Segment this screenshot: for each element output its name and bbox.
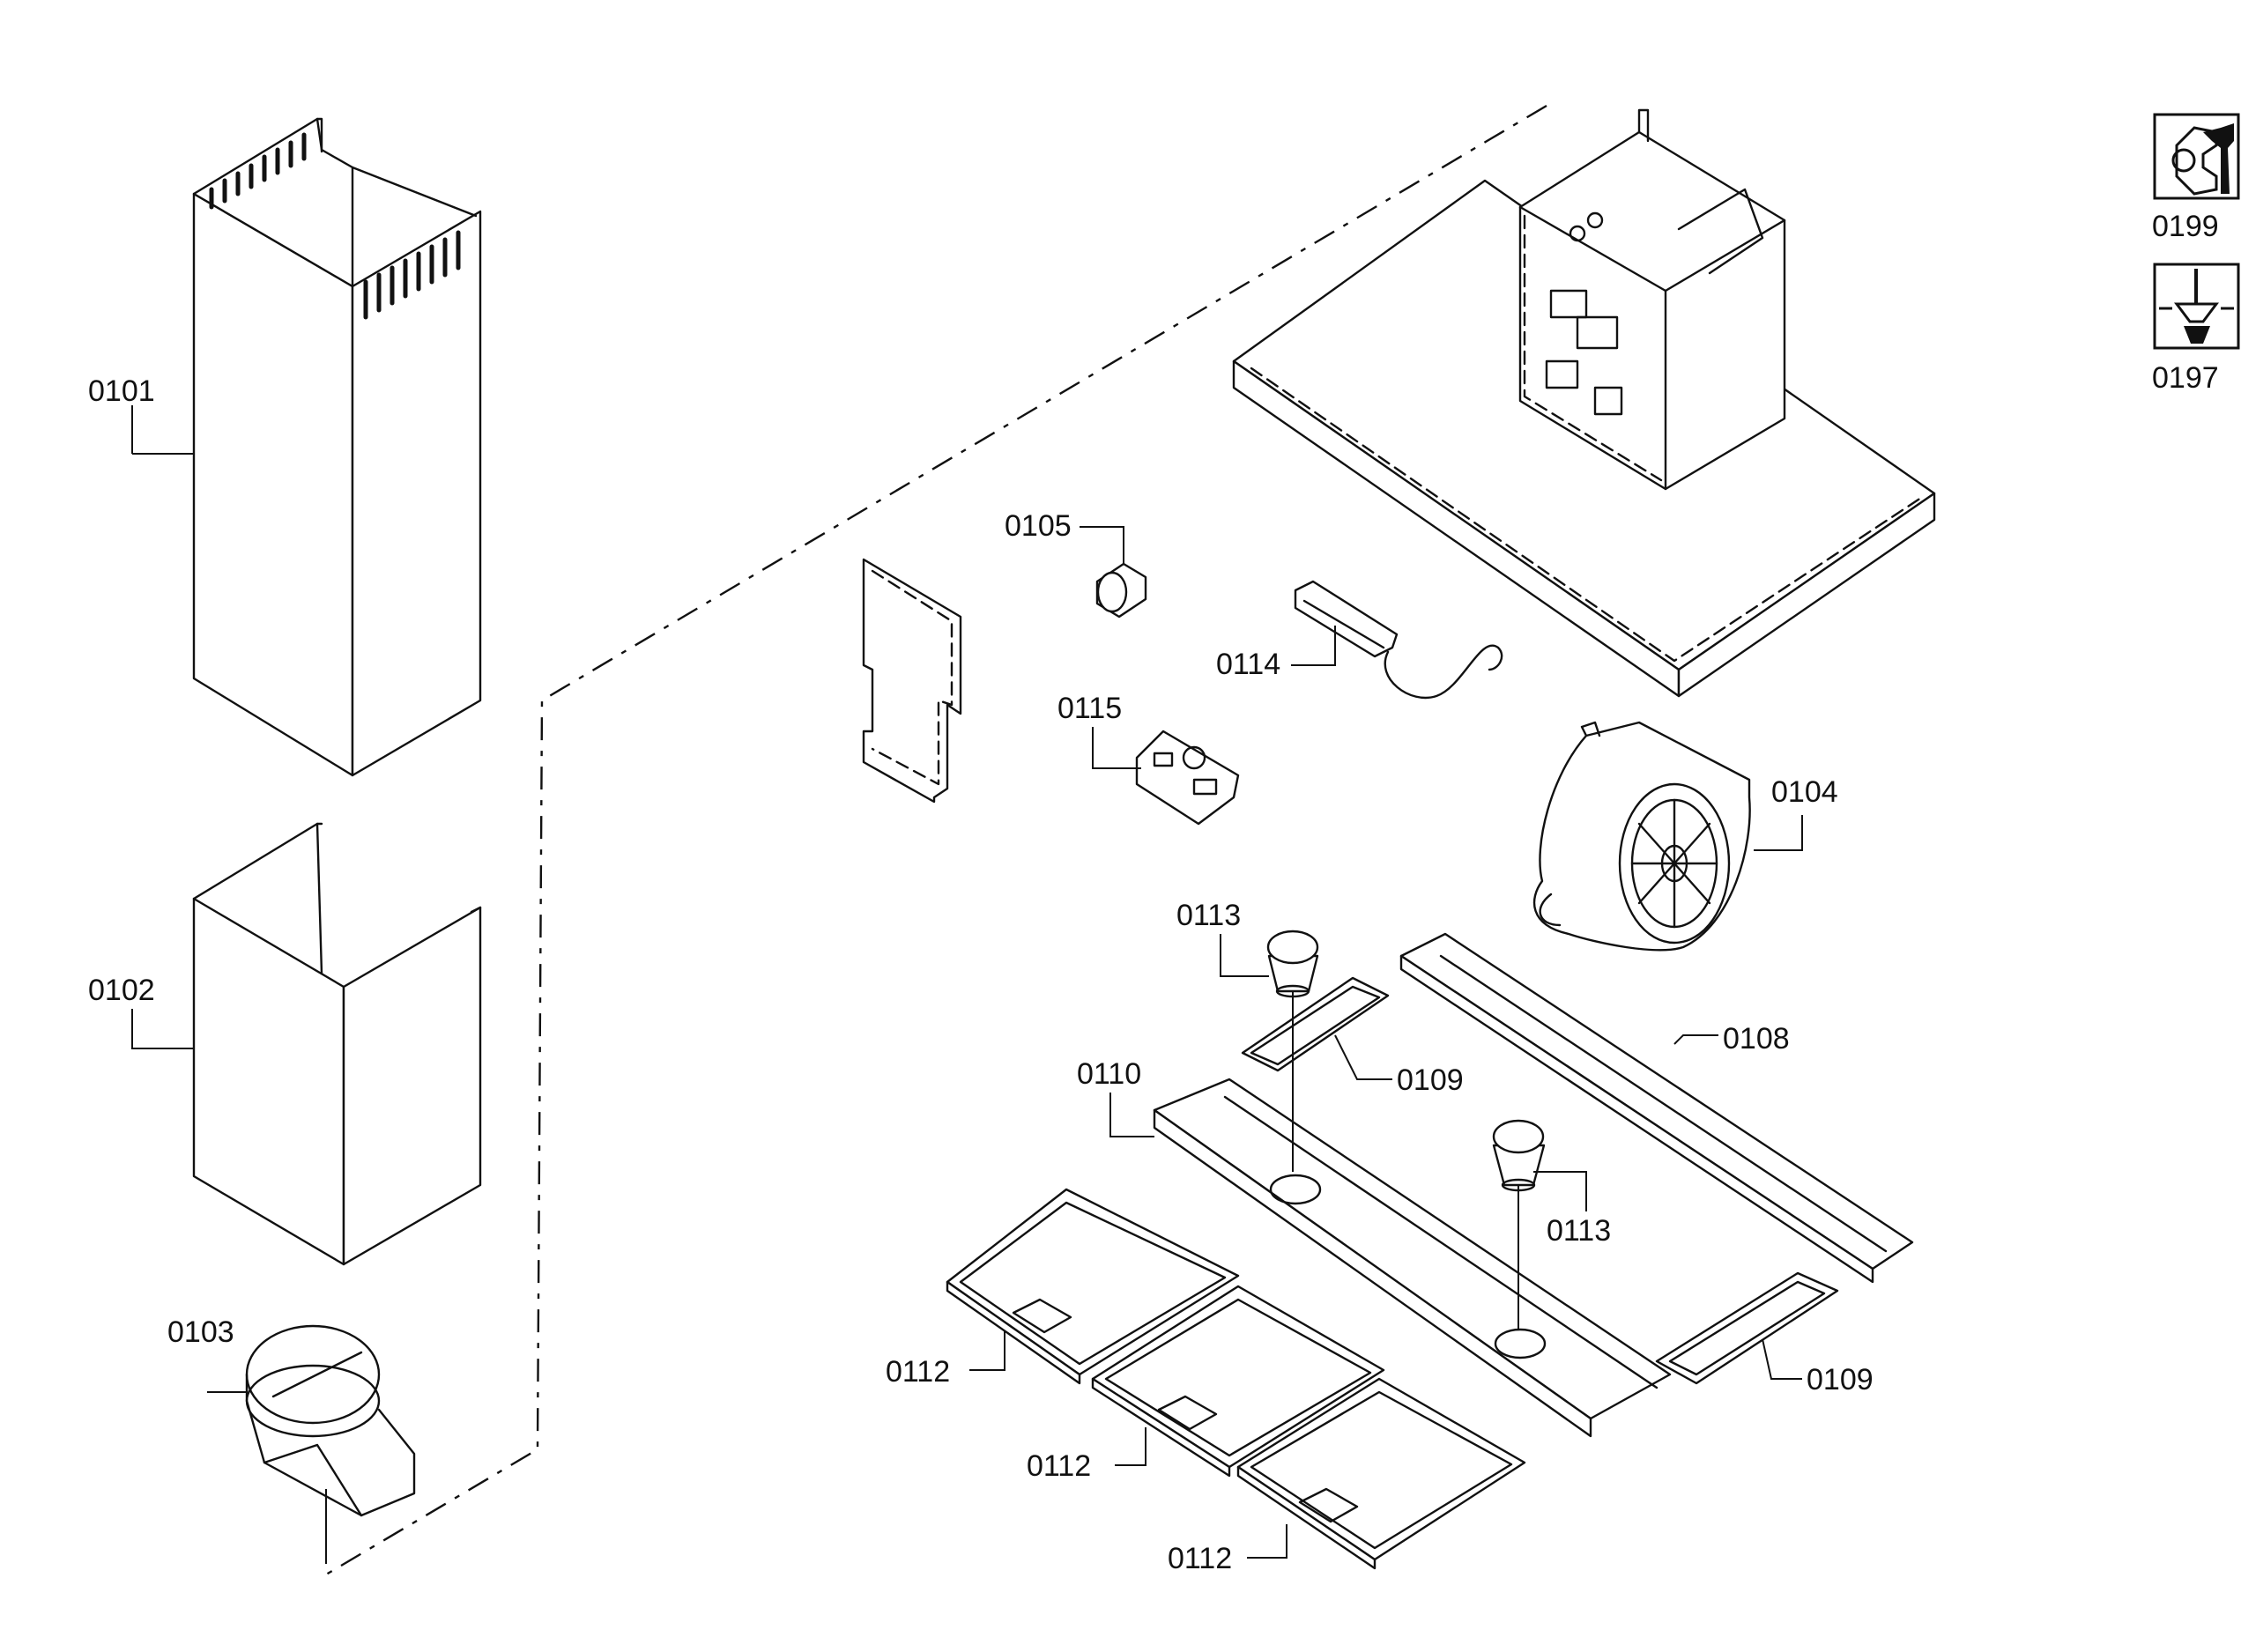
- wrench-icon: [2171, 123, 2234, 196]
- part-0112-filter-b[interactable]: [1091, 1285, 1385, 1478]
- label-0113b: 0113: [1547, 1214, 1611, 1248]
- label-0102: 0102: [88, 974, 155, 1007]
- label-0112b: 0112: [1027, 1449, 1091, 1483]
- tool-label-0199: 0199: [2152, 210, 2219, 243]
- part-0102-chimney-lower[interactable]: [192, 822, 482, 1266]
- label-0114: 0114: [1216, 648, 1280, 681]
- tool-wrench: [2153, 113, 2240, 200]
- label-0110: 0110: [1077, 1057, 1141, 1091]
- part-0104-blower[interactable]: [1532, 721, 1751, 952]
- label-0115: 0115: [1057, 692, 1122, 725]
- part-0112-filter-c[interactable]: [1236, 1377, 1526, 1570]
- part-0115-circuit-board[interactable]: [1135, 730, 1240, 826]
- label-0113a: 0113: [1176, 899, 1241, 932]
- label-0101: 0101: [88, 374, 155, 408]
- part-0114-switch-module[interactable]: [1294, 580, 1503, 699]
- vent-grille: [209, 132, 461, 320]
- part-0110-front-panel[interactable]: [1153, 1078, 1672, 1438]
- part-hood-body[interactable]: [1232, 108, 1936, 698]
- label-0108: 0108: [1723, 1022, 1790, 1056]
- part-0109-light-strip-upper[interactable]: [1241, 976, 1390, 1072]
- label-0105: 0105: [1005, 509, 1072, 543]
- label-0103: 0103: [167, 1315, 234, 1349]
- label-0104: 0104: [1771, 775, 1838, 809]
- part-0109-light-strip-lower[interactable]: [1655, 1271, 1839, 1385]
- assembly-outline: [321, 104, 1547, 1579]
- part-0113-lamp-a[interactable]: [1266, 930, 1319, 998]
- label-0112c: 0112: [1168, 1542, 1232, 1575]
- part-0101-chimney-upper[interactable]: [192, 117, 482, 777]
- label-0112a: 0112: [886, 1355, 950, 1389]
- tool-screwdriver: [2153, 263, 2240, 350]
- label-0109a: 0109: [1397, 1063, 1464, 1097]
- part-0105-capacitor[interactable]: [1095, 562, 1147, 619]
- label-0109b: 0109: [1807, 1363, 1874, 1396]
- screwdriver-icon: [2159, 269, 2234, 344]
- part-0112-filter-a[interactable]: [946, 1188, 1240, 1385]
- part-0108-rear-panel[interactable]: [1399, 932, 1914, 1284]
- tool-label-0197: 0197: [2152, 361, 2219, 395]
- part-0103-duct-adapter[interactable]: [245, 1324, 416, 1517]
- part-control-bracket[interactable]: [862, 558, 962, 804]
- part-0113-lamp-b[interactable]: [1492, 1119, 1546, 1192]
